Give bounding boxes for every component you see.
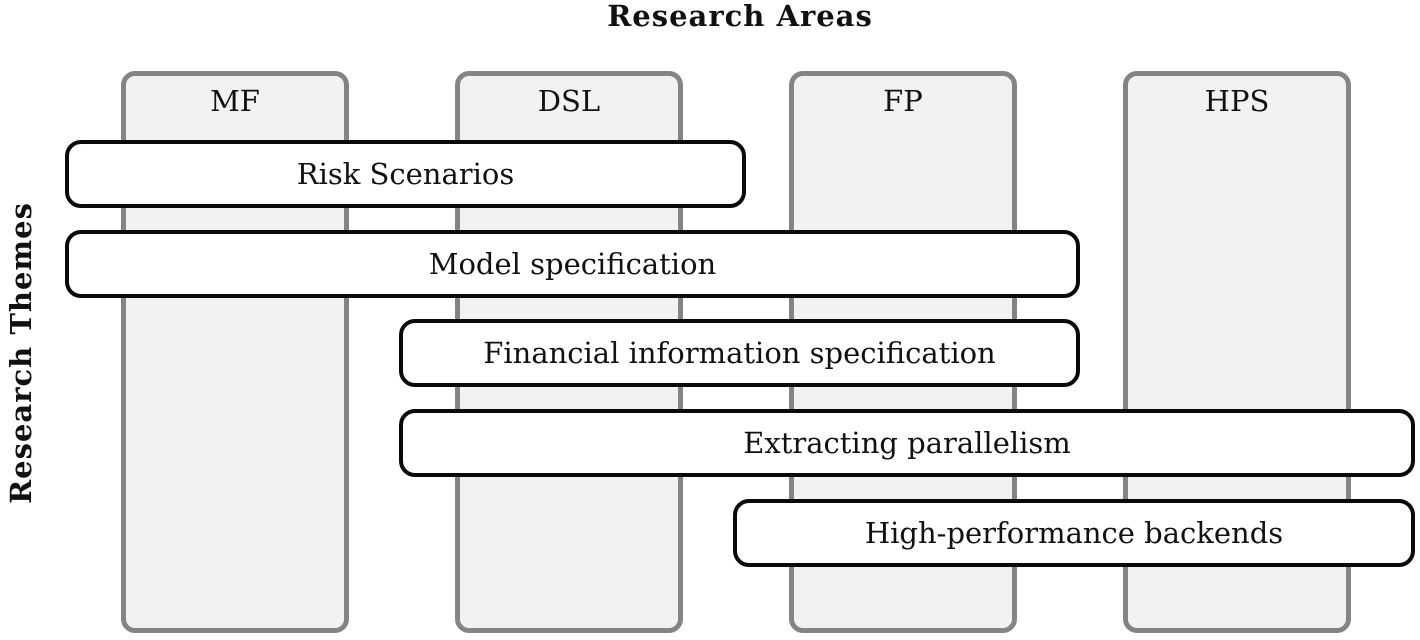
theme-high-performance-backends: High-performance backends [733,499,1415,567]
area-label-mf: MF [210,84,260,118]
area-label-fp: FP [883,84,923,118]
diagram-title: Research Areas [607,0,873,33]
side-title: Research Themes [4,202,38,504]
theme-financial-information-specification: Financial information specification [399,319,1080,387]
theme-model-specification: Model specification [65,230,1080,298]
area-label-dsl: DSL [537,84,601,118]
area-label-hps: HPS [1204,84,1270,118]
theme-extracting-parallelism: Extracting parallelism [399,409,1415,477]
theme-risk-scenarios: Risk Scenarios [65,140,746,208]
